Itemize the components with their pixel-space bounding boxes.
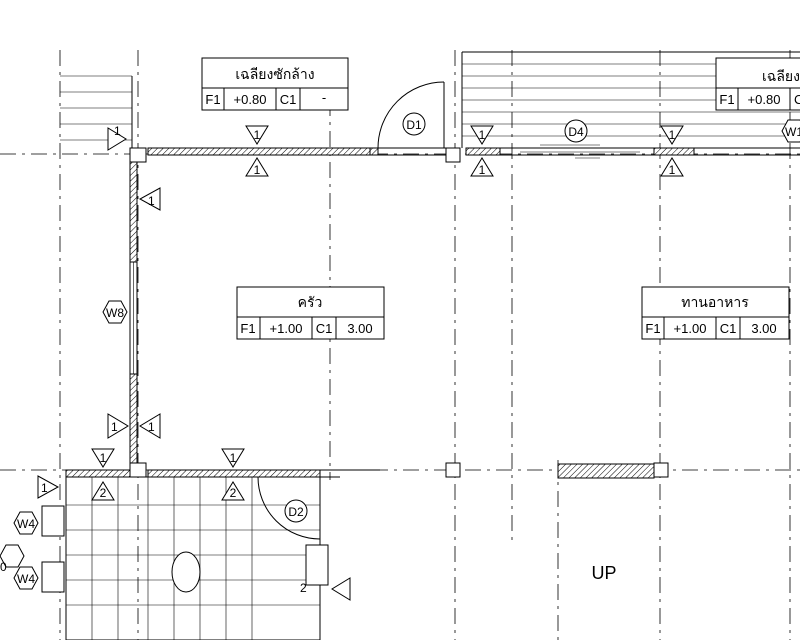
- svg-text:1: 1: [100, 451, 107, 465]
- floor-code: F1: [240, 321, 255, 336]
- floor-level: +0.80: [234, 92, 267, 107]
- svg-text:1: 1: [669, 163, 676, 177]
- svg-text:2: 2: [230, 486, 237, 500]
- door-tag-d1: D1: [406, 118, 422, 132]
- svg-text:1: 1: [230, 451, 237, 465]
- floor-code: F1: [719, 92, 734, 107]
- door-tag-d2: D2: [288, 505, 304, 519]
- svg-text:1: 1: [669, 128, 676, 142]
- room-name: เฉลียงซักล้าง: [235, 66, 314, 82]
- room-name: ทานอาหาร: [681, 294, 749, 310]
- bathroom-tiles: [41, 476, 329, 640]
- room-tag-wash-right: เฉลียงซ F1 +0.80 C: [715, 57, 800, 111]
- window-tag-w4: W4: [17, 517, 35, 531]
- floor-level: +1.00: [270, 321, 303, 336]
- stair-up-label: UP: [591, 563, 616, 583]
- ceiling-height: -: [322, 90, 326, 105]
- svg-text:1: 1: [254, 128, 261, 142]
- ceiling-code: C1: [316, 321, 333, 336]
- ceiling-code: C: [794, 92, 800, 107]
- svg-text:1: 1: [254, 163, 261, 177]
- door-tags: D1 D4 D2: [284, 112, 588, 523]
- window-tags: W8 W4 W4 W1: [0, 119, 800, 590]
- edge-number: 0: [0, 560, 7, 574]
- walls: [65, 147, 800, 479]
- svg-text:1: 1: [114, 124, 121, 138]
- door-tag-d4: D4: [568, 125, 584, 139]
- svg-text:1: 1: [148, 420, 155, 434]
- upper-left-lines: [60, 75, 133, 150]
- window-tag-w8: W8: [106, 306, 124, 320]
- svg-text:1: 1: [479, 128, 486, 142]
- room-name: เฉลียงซ: [762, 68, 800, 84]
- svg-text:2: 2: [100, 486, 107, 500]
- room-tag-wash-left: เฉลียงซักล้าง F1 +0.80 C1 -: [201, 57, 349, 111]
- svg-text:1: 1: [479, 163, 486, 177]
- svg-text:1: 1: [41, 481, 48, 495]
- floor-level: +1.00: [674, 321, 707, 336]
- room-name: ครัว: [298, 294, 323, 310]
- room-tag-kitchen: ครัว F1 +1.00 C1 3.00: [236, 286, 385, 340]
- ceiling-code: C1: [720, 321, 737, 336]
- floor-code: F1: [205, 92, 220, 107]
- elevation-markers: 1 1 1 1 1 1 1 1 1 1 1 2 1 2 1: [37, 124, 684, 601]
- ceiling-code: C1: [280, 92, 297, 107]
- svg-text:2: 2: [300, 581, 307, 595]
- svg-text:1: 1: [111, 420, 118, 434]
- ceiling-height: 3.00: [751, 321, 776, 336]
- window-tag-w4: W4: [17, 572, 35, 586]
- floor-level: +0.80: [748, 92, 781, 107]
- floor-code: F1: [645, 321, 660, 336]
- window-tag-w1: W1: [785, 125, 800, 139]
- room-tag-dining: ทานอาหาร F1 +1.00 C1 3.00: [641, 286, 790, 340]
- ceiling-height: 3.00: [347, 321, 372, 336]
- svg-text:1: 1: [148, 194, 155, 208]
